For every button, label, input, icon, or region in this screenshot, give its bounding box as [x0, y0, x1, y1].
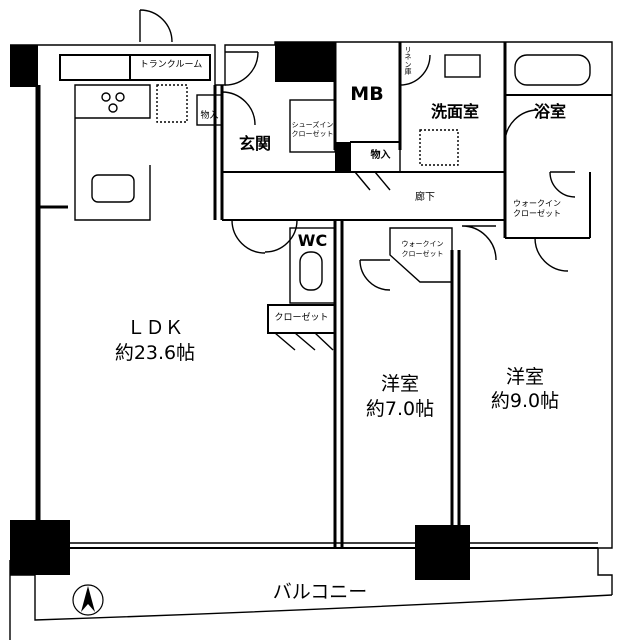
shoes-in-closet-line1: シューズイン [291, 121, 334, 129]
north-arrow-icon [72, 584, 104, 616]
linen-label: リネン庫 [404, 46, 412, 77]
hallway-label: 廊下 [415, 192, 435, 203]
ldk-area: 約23.6帖 [114, 342, 196, 364]
washroom-label: 洗面室 [430, 102, 479, 121]
western-room-2-name: 洋室 [505, 366, 544, 388]
walkin-closet-mid-line2: クローゼット [401, 250, 444, 258]
western-room-1-area: 約7.0帖 [365, 398, 435, 420]
walkin-closet-bath-line2: クローゼット [513, 209, 561, 218]
closet-label: クローゼット [274, 313, 329, 323]
trunk-room-label: トランクルーム [139, 60, 203, 70]
storage-entrance-label: 物入 [200, 111, 219, 121]
western-room-1-name: 洋室 [380, 373, 419, 395]
mb-label: MB [350, 83, 384, 105]
entrance-label: 玄関 [238, 134, 271, 153]
bathroom-label: 浴室 [533, 102, 566, 121]
walkin-closet-mid-line1: ウォークイン [401, 240, 444, 248]
shoes-in-closet-line2: クローゼット [291, 130, 334, 138]
western-room-2-area: 約9.0帖 [490, 390, 560, 412]
walkin-closet-bath-line1: ウォークイン [513, 199, 561, 208]
wc-label: WC [297, 231, 328, 250]
storage-hall-label: 物入 [370, 150, 391, 161]
ldk-name: ＬＤＫ [126, 317, 184, 339]
balcony-label: バルコニー [272, 581, 368, 603]
